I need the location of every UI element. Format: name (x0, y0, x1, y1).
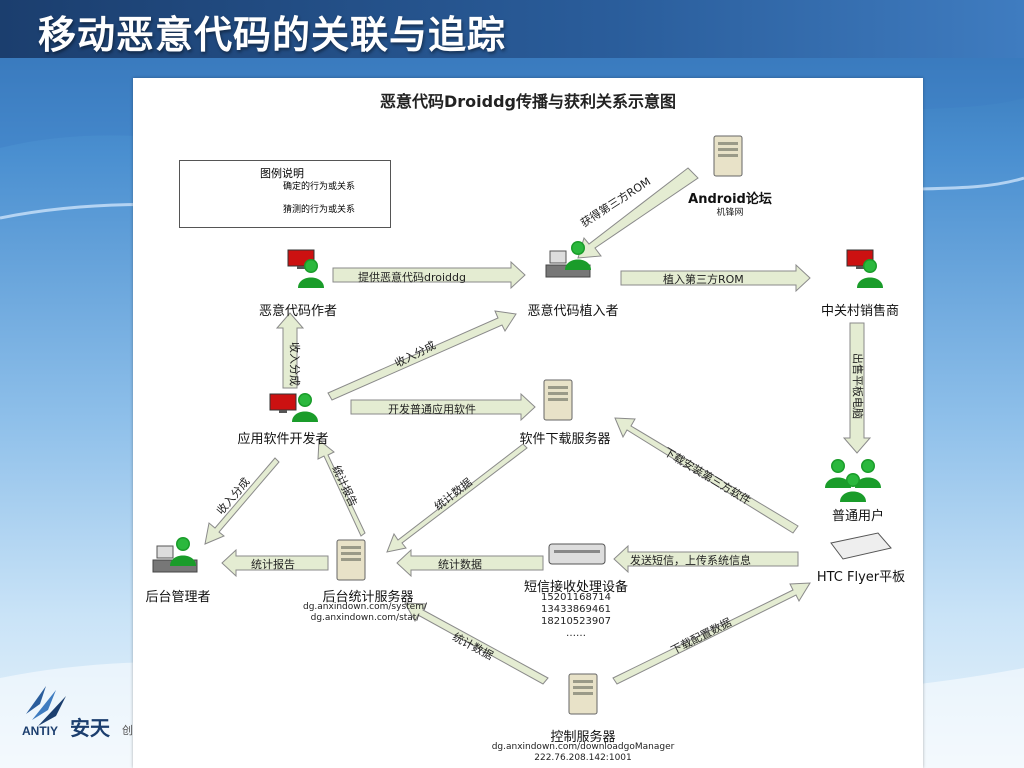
node-implanter: 恶意代码植入者 (527, 304, 619, 319)
node-stat-server: 后台统计服务器 (322, 590, 414, 605)
edge-label-stat-report-2: 统计报告 (251, 558, 295, 571)
logo-sub: 创 (122, 724, 133, 737)
title-bar (0, 0, 1024, 58)
edge-label-revenue-share-1: 收入分成 (288, 342, 301, 386)
phone-number: 15201168714 (541, 592, 611, 603)
legend-title: 图例说明 (260, 167, 304, 180)
legend-guessed: 猜测的行为或关系 (283, 205, 356, 215)
diagram-panel: 恶意代码Droiddg传播与获利关系示意图 (133, 78, 923, 768)
diagram-title: 恶意代码Droiddg传播与获利关系示意图 (379, 92, 676, 111)
logo-text-cn: 安天 (70, 716, 110, 740)
edge-label-provide-code: 提供恶意代码droiddg (358, 271, 466, 284)
legend: 图例说明 (179, 160, 391, 228)
node-stat-server-url1: dg.anxindown.com/system/ (302, 602, 428, 612)
edge-label-develop-app: 开发普通应用软件 (388, 403, 476, 416)
node-users: 普通用户 (831, 509, 885, 524)
phone-number: …… (566, 628, 586, 639)
node-download-server: 软件下载服务器 (519, 432, 611, 447)
node-control-server-url: dg.anxindown.com/downloadgoManager (491, 742, 675, 752)
phone-number: 13433869461 (541, 604, 611, 615)
node-tablet: HTC Flyer平板 (816, 570, 906, 585)
node-developer: 应用软件开发者 (237, 432, 329, 447)
node-control-server-ip: 222.76.208.142:1001 (534, 753, 632, 763)
slide-title: 移动恶意代码的关联与追踪 (38, 13, 507, 57)
legend-confirmed: 确定的行为或关系 (283, 182, 356, 192)
company-logo: ANTIY 安天 创 (22, 684, 152, 744)
edge-label-implant-rom: 植入第三方ROM (663, 273, 744, 286)
antiy-logo-icon (26, 686, 66, 726)
node-control-server: 控制服务器 (550, 730, 616, 745)
node-stat-server-url2: dg.anxindown.com/stat/ (310, 613, 420, 623)
forum-server-icon (713, 135, 743, 177)
edge-label-send-sms: 发送短信，上传系统信息 (630, 554, 751, 567)
node-author: 恶意代码作者 (258, 304, 338, 319)
diagram-canvas (152, 135, 892, 715)
phone-number: 18210523907 (541, 616, 611, 627)
edge-label-stat-data-2: 统计数据 (438, 558, 482, 571)
node-forum: Android论坛 (688, 192, 772, 207)
edge-label-sell-tablet: 出售平板电脑 (851, 353, 864, 419)
node-sms-device: 短信接收处理设备 (523, 580, 629, 595)
node-vendor: 中关村销售商 (820, 304, 900, 319)
node-forum-sub: 机锋网 (716, 208, 744, 218)
node-admin: 后台管理者 (145, 590, 211, 605)
logo-text-en: ANTIY (22, 724, 58, 738)
sms-phone-list: 15201168714 13433869461 18210523907 …… (541, 592, 611, 640)
